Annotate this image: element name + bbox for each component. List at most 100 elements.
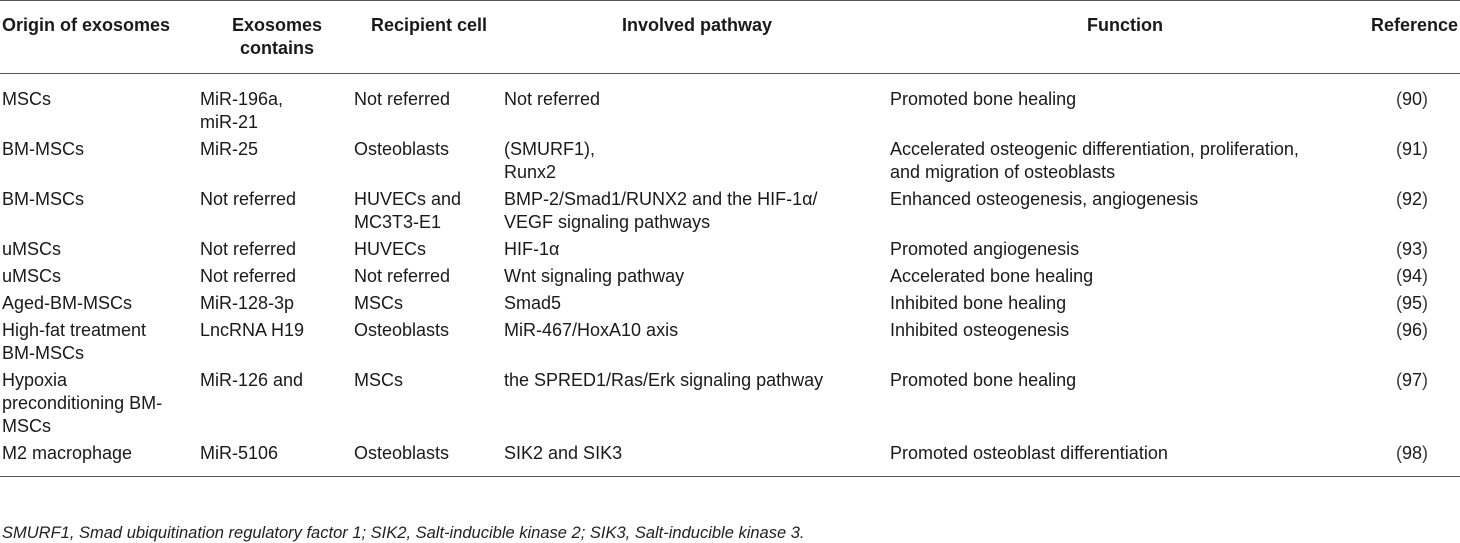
cell-contains: Not referred xyxy=(200,188,354,238)
cell-pathway: BMP-2/Smad1/RUNX2 and the HIF-1α/VEGF si… xyxy=(504,188,890,238)
header-origin: Origin of exosomes xyxy=(2,15,171,35)
header-row: Origin of exosomes Exosomes contains Rec… xyxy=(0,0,1460,74)
cell-contains-line: MiR-5106 xyxy=(200,443,279,463)
reference-close-paren: ) xyxy=(1422,189,1428,209)
reference-number: 94 xyxy=(1401,266,1422,286)
reference-open-paren: ( xyxy=(1395,189,1402,209)
cell-reference: (94) xyxy=(1360,265,1460,292)
reference-open-paren: ( xyxy=(1395,320,1402,340)
cell-reference: (93) xyxy=(1360,238,1460,265)
cell-function: Promoted osteoblast differentiation xyxy=(890,442,1360,477)
header-contains: Exosomes contains xyxy=(200,1,354,74)
cell-recipient: Not referred xyxy=(354,74,504,139)
cell-reference: (98) xyxy=(1360,442,1460,477)
cell-recipient-line: MSCs xyxy=(354,293,403,313)
cell-pathway-line: Smad5 xyxy=(504,293,562,313)
cell-origin-line: High-fat treatment xyxy=(2,320,147,340)
reference-close-paren: ) xyxy=(1422,320,1428,340)
cell-origin-line: Aged-BM-MSCs xyxy=(2,293,133,313)
reference-open-paren: ( xyxy=(1395,89,1402,109)
header-pathway: Involved pathway xyxy=(621,15,773,35)
cell-origin: uMSCs xyxy=(0,238,200,265)
cell-recipient: Osteoblasts xyxy=(354,138,504,188)
cell-function: Promoted bone healing xyxy=(890,74,1360,139)
cell-pathway-line: BMP-2/Smad1/RUNX2 and the HIF-1α/ xyxy=(504,189,818,209)
cell-recipient-line: HUVECs and xyxy=(354,189,462,209)
cell-recipient: MSCs xyxy=(354,369,504,442)
cell-recipient-line: Not referred xyxy=(354,266,451,286)
cell-origin: BM-MSCs xyxy=(0,188,200,238)
cell-origin: BM-MSCs xyxy=(0,138,200,188)
cell-function: Inhibited bone healing xyxy=(890,292,1360,319)
header-contains-line: Exosomes xyxy=(231,15,323,35)
cell-recipient: Osteoblasts xyxy=(354,442,504,477)
cell-contains: MiR-128-3p xyxy=(200,292,354,319)
reference-number: 91 xyxy=(1401,139,1422,159)
cell-origin-line: MSCs xyxy=(2,416,51,436)
cell-function: Inhibited osteogenesis xyxy=(890,319,1360,369)
reference-number: 93 xyxy=(1401,239,1422,259)
cell-pathway-line: MiR-467/HoxA10 axis xyxy=(504,320,679,340)
cell-pathway-line: (SMURF1), xyxy=(504,139,595,159)
cell-origin-line: preconditioning BM- xyxy=(2,393,163,413)
cell-origin: uMSCs xyxy=(0,265,200,292)
cell-pathway-line: HIF-1α xyxy=(504,239,560,259)
header-reference: Reference xyxy=(1370,15,1458,35)
cell-contains-line: MiR-126 and xyxy=(200,370,304,390)
cell-contains-line: Not referred xyxy=(200,266,297,286)
reference-open-paren: ( xyxy=(1395,239,1402,259)
cell-reference: (97) xyxy=(1360,369,1460,442)
cell-function: Promoted bone healing xyxy=(890,369,1360,442)
cell-contains: Not referred xyxy=(200,265,354,292)
cell-contains: MiR-126 and xyxy=(200,369,354,442)
header-contains-line: contains xyxy=(239,38,314,58)
header-recipient: Recipient cell xyxy=(370,15,488,35)
cell-reference: (90) xyxy=(1360,74,1460,139)
reference-open-paren: ( xyxy=(1395,370,1402,390)
cell-contains-line: MiR-196a, xyxy=(200,89,284,109)
cell-contains-line: Not referred xyxy=(200,239,297,259)
cell-function: Promoted angiogenesis xyxy=(890,238,1360,265)
cell-contains: Not referred xyxy=(200,238,354,265)
reference-open-paren: ( xyxy=(1395,266,1402,286)
cell-pathway-line: the SPRED1/Ras/Erk signaling pathway xyxy=(504,370,824,390)
cell-function-line: Promoted bone healing xyxy=(890,370,1077,390)
cell-origin-line: uMSCs xyxy=(2,266,62,286)
table-row: Aged-BM-MSCs MiR-128-3p MSCs Smad5 Inhibited… xyxy=(0,292,1460,319)
reference-close-paren: ) xyxy=(1422,370,1428,390)
table-header: Origin of exosomes Exosomes contains Rec… xyxy=(0,0,1460,74)
cell-recipient: Not referred xyxy=(354,265,504,292)
cell-pathway-line: Not referred xyxy=(504,89,601,109)
cell-origin-line: BM-MSCs xyxy=(2,139,84,159)
cell-contains: MiR-196a,miR-21 xyxy=(200,74,354,139)
cell-recipient-line: Osteoblasts xyxy=(354,443,450,463)
cell-reference: (95) xyxy=(1360,292,1460,319)
cell-recipient-line: HUVECs xyxy=(354,239,427,259)
table-footnote: SMURF1, Smad ubiquitination regulatory f… xyxy=(2,524,805,542)
reference-close-paren: ) xyxy=(1422,139,1428,159)
reference-close-paren: ) xyxy=(1422,239,1428,259)
cell-recipient-line: Osteoblasts xyxy=(354,139,450,159)
cell-origin: Aged-BM-MSCs xyxy=(0,292,200,319)
reference-close-paren: ) xyxy=(1422,266,1428,286)
cell-recipient-line: Osteoblasts xyxy=(354,320,450,340)
cell-contains: LncRNA H19 xyxy=(200,319,354,369)
cell-pathway: HIF-1α xyxy=(504,238,890,265)
cell-reference: (91) xyxy=(1360,138,1460,188)
cell-function-line: Accelerated bone healing xyxy=(890,266,1094,286)
cell-pathway-line: VEGF signaling pathways xyxy=(504,212,711,232)
reference-number: 90 xyxy=(1401,89,1422,109)
cell-pathway-line: Runx2 xyxy=(504,162,557,182)
reference-number: 98 xyxy=(1401,443,1422,463)
reference-close-paren: ) xyxy=(1422,443,1428,463)
cell-contains-line: MiR-128-3p xyxy=(200,293,295,313)
